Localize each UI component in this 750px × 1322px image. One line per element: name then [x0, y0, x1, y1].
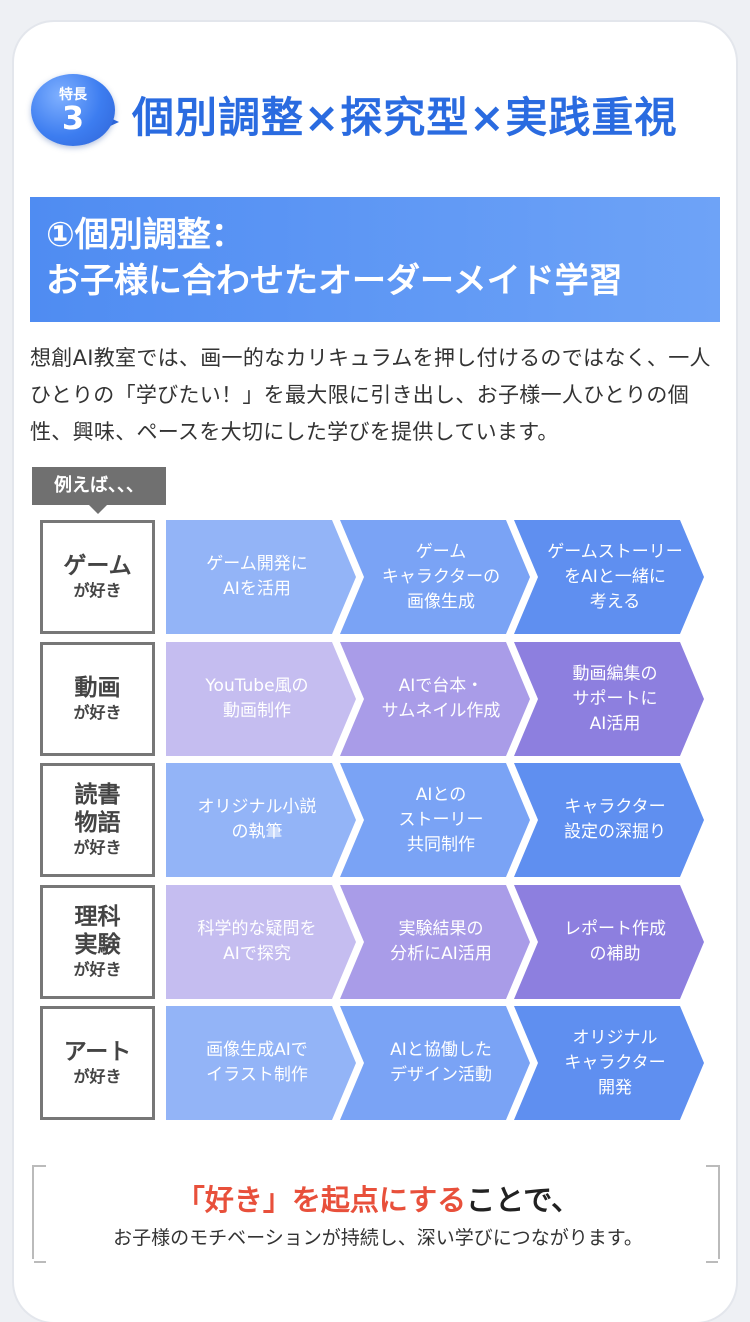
interest-label: ゲームが好き [40, 520, 155, 634]
interest-suffix: が好き [73, 838, 122, 857]
activity-step-2: 実験結果の 分析にAI活用 [340, 885, 530, 999]
example-tag: 例えば、、、 [32, 467, 166, 514]
interest-suffix: が好き [73, 960, 122, 979]
closing-subtext: お子様のモチベーションが持続し、深い学びにつながります。 [113, 1227, 643, 1249]
interest-label: アートが好き [40, 1006, 155, 1120]
interest-label: 動画が好き [40, 642, 155, 756]
activity-step-3: レポート作成 の補助 [514, 885, 704, 999]
activity-step-1: 科学的な疑問を AIで探究 [166, 885, 356, 999]
activity-step-3: オリジナル キャラクター 開発 [514, 1006, 704, 1120]
closing-rest: ことで、 [466, 1183, 581, 1217]
activity-step-3: 動画編集の サポートに AI活用 [514, 642, 704, 756]
interest-suffix: が好き [73, 1067, 122, 1086]
interest-name: アート [63, 1039, 132, 1065]
activity-step-1: ゲーム開発に AIを活用 [166, 520, 356, 634]
activity-step-3: キャラクター 設定の深掘り [514, 763, 704, 877]
activity-step-3: ゲームストーリー をAIと一緒に 考える [514, 520, 704, 634]
activity-step-1: 画像生成AIで イラスト制作 [166, 1006, 356, 1120]
closing-heading: 「好き」を起点にすることで、 [34, 1177, 722, 1219]
closing-highlight: 「好き」を起点にする [175, 1183, 467, 1217]
activity-step-1: オリジナル小説 の執筆 [166, 763, 356, 877]
interest-suffix: が好き [73, 581, 122, 600]
interest-name: 動画 [74, 675, 121, 701]
activity-step-2: AIとの ストーリー 共同制作 [340, 763, 530, 877]
interest-suffix: が好き [73, 703, 122, 722]
badge-number: 3 [61, 99, 85, 137]
feature-title: 個別調整×探究型×実践重視 [132, 93, 678, 142]
intro-text: 想創AI教室では、画一的なカリキュラムを押し付けるのではなく、一人ひとりの「学び… [30, 346, 711, 444]
interest-label: 理科 実験が好き [40, 885, 155, 999]
interest-row: ゲームが好きゲーム開発に AIを活用ゲーム キャラクターの 画像生成ゲームストー… [40, 520, 720, 634]
feature-badge: 特長 3 [31, 70, 125, 150]
interest-name: 読書 物語 [74, 782, 121, 836]
section-heading-line1: ①個別調整： [46, 215, 245, 255]
interest-row: 理科 実験が好き科学的な疑問を AIで探究実験結果の 分析にAI活用レポート作成… [40, 885, 720, 999]
interest-name: 理科 実験 [74, 904, 121, 958]
activity-step-1: YouTube風の 動画制作 [166, 642, 356, 756]
activity-step-2: ゲーム キャラクターの 画像生成 [340, 520, 530, 634]
badge-circle [31, 74, 115, 146]
activity-step-2: AIと協働した デザイン活動 [340, 1006, 530, 1120]
interest-label: 読書 物語が好き [40, 763, 155, 877]
closing-box: 「好き」を起点にすることで、 お子様のモチベーションが持続し、深い学びにつながり… [32, 1165, 722, 1263]
interest-name: ゲーム [63, 553, 132, 579]
section-heading: ①個別調整： お子様に合わせたオーダーメイド学習 [30, 197, 720, 322]
badge-label: 特長 [59, 87, 87, 103]
section-heading-line2: お子様に合わせたオーダーメイド学習 [46, 261, 623, 301]
activity-step-2: AIで台本・ サムネイル作成 [340, 642, 530, 756]
